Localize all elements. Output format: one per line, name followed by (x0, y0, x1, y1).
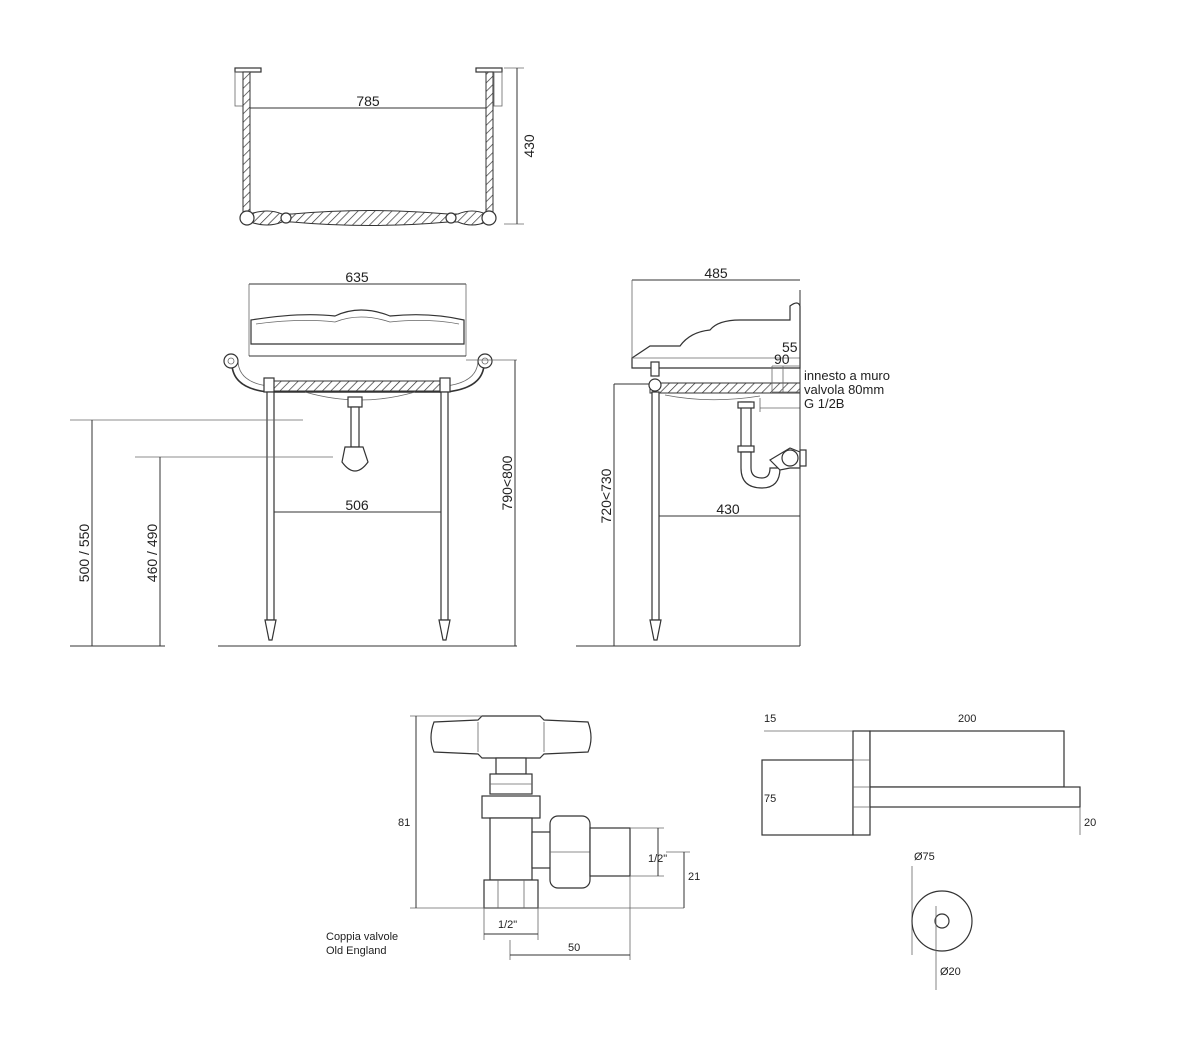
rail-joint-left (280, 212, 292, 224)
bottle-trap (341, 446, 369, 472)
side-rail-right (485, 71, 494, 215)
wall-escutcheon-side (761, 759, 854, 836)
dim-81: 81 (398, 817, 410, 829)
basin-side-profile (631, 302, 801, 369)
wall-pipe (869, 786, 1081, 808)
valve-caption-1: Coppia valvole (326, 931, 398, 943)
dim-635: 635 (345, 269, 369, 285)
wall-bracket-left (234, 71, 244, 107)
wall-plate-left (234, 67, 262, 73)
dim-21: 21 (688, 871, 700, 883)
dim-785: 785 (356, 93, 380, 109)
leg-foot-right (438, 619, 451, 641)
corner-ball-right (481, 210, 497, 226)
side-rail-left (242, 71, 251, 215)
valve-view: 81 1/2" 21 1/2" 50 Coppia valvole Old En… (326, 715, 700, 960)
leg-left (266, 391, 275, 621)
side-waste-pipe (740, 401, 752, 453)
dim-506: 506 (345, 497, 369, 513)
valve-bonnet (481, 795, 541, 819)
dim-half-inch-bottom: 1/2" (498, 919, 517, 931)
rail-end-left (223, 353, 239, 369)
dim-50: 50 (568, 942, 580, 954)
side-leg-foot (649, 619, 662, 641)
dim-500-550: 500 / 550 (76, 524, 92, 583)
valve-outlet-thread (589, 827, 631, 877)
rail-end-right (477, 353, 493, 369)
note-line-1: innesto a muro (804, 368, 890, 383)
diameter-75: Ø75 (914, 851, 935, 863)
front-view: 635 506 500 / 550 460 / 490 790<800 (70, 269, 517, 647)
front-towel-rail-curve (231, 359, 485, 393)
note-line-2: valvola 80mm (804, 382, 884, 397)
wall-plate-right (475, 67, 503, 73)
valve-spindle (495, 757, 527, 775)
valve-cross-handle (430, 715, 592, 759)
valve-caption-2: Old England (326, 945, 387, 957)
waste-outlet (347, 396, 363, 408)
waste-pipe (350, 406, 360, 448)
wall-flange (852, 730, 871, 836)
dim-200: 200 (958, 713, 976, 725)
valve-tail-nut (483, 879, 539, 909)
side-frame-bar (649, 382, 801, 394)
corner-ball-left (239, 210, 255, 226)
dim-790-800: 790<800 (499, 455, 515, 510)
wall-bracket-right (493, 71, 503, 107)
side-view: 485 55 90 innesto a muro valvola 80mm G … (576, 265, 890, 647)
dim-485: 485 (704, 265, 728, 281)
leg-right (440, 391, 449, 621)
diameter-20: Ø20 (940, 966, 961, 978)
valve-body (489, 817, 533, 881)
side-leg (651, 391, 660, 621)
dim-15: 15 (764, 713, 776, 725)
dim-460-490: 460 / 490 (144, 524, 160, 583)
dim-20: 20 (1084, 817, 1096, 829)
dim-430-side: 430 (716, 501, 740, 517)
dim-90: 90 (774, 351, 790, 367)
dim-half-inch-right: 1/2" (648, 853, 667, 865)
wall-housing (869, 730, 1065, 788)
dim-430-top: 430 (521, 134, 537, 158)
front-frame-bar (267, 380, 447, 392)
leg-foot-left (264, 619, 277, 641)
wall-fitting-view: 15 200 75 20 Ø75 Ø20 (761, 713, 1096, 990)
escutcheon-hole (934, 913, 950, 929)
basin-body (250, 309, 465, 345)
dim-55: 55 (782, 339, 798, 355)
dim-720-730: 720<730 (598, 468, 614, 523)
top-view: 785 430 (234, 67, 537, 226)
dim-75: 75 (764, 793, 776, 805)
side-p-trap (740, 451, 781, 489)
note-line-3: G 1/2B (804, 396, 844, 411)
rail-joint-right (445, 212, 457, 224)
